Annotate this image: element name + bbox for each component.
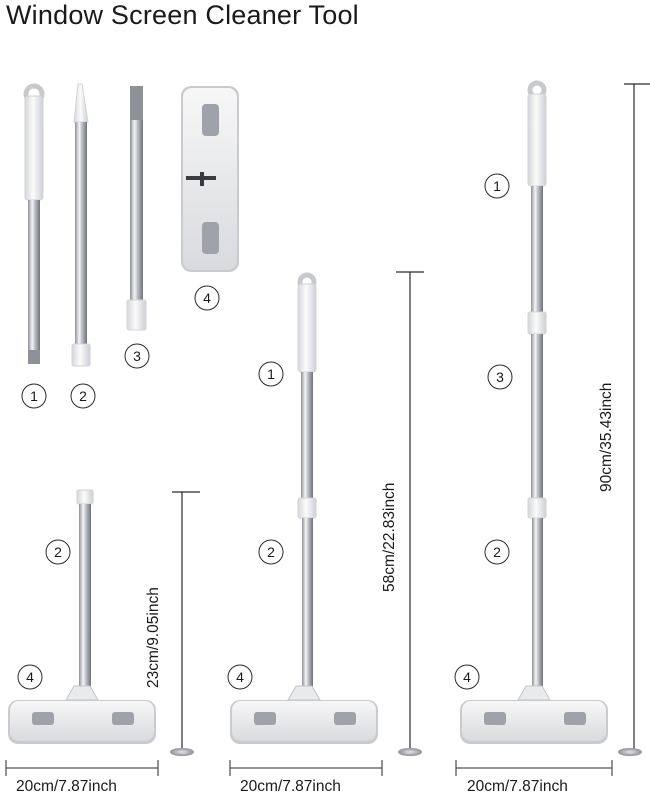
badge-short-2: 2 [45, 539, 71, 565]
svg-text:1: 1 [30, 388, 38, 404]
height-label-medium: 58cm/22.83inch [381, 482, 398, 592]
badge-long-4: 4 [454, 664, 480, 690]
badge-short-4: 4 [17, 664, 43, 690]
svg-text:1: 1 [493, 178, 501, 194]
part-2-middle-pole [71, 83, 91, 367]
assembly-short [5, 489, 200, 776]
svg-text:4: 4 [236, 669, 244, 685]
badge-medium-2: 2 [258, 539, 284, 565]
badge-long-1: 1 [484, 173, 510, 199]
svg-text:3: 3 [133, 348, 141, 364]
svg-text:1: 1 [267, 366, 275, 382]
badge-part-2: 2 [70, 383, 96, 409]
assembly-long [455, 80, 650, 776]
width-label-short: 20cm/7.87inch [16, 778, 117, 795]
svg-text:2: 2 [493, 544, 501, 560]
badge-medium-4: 4 [227, 664, 253, 690]
svg-text:3: 3 [496, 369, 504, 385]
assembly-medium [229, 271, 424, 776]
badge-long-3: 3 [487, 364, 513, 390]
height-label-short: 23cm/9.05inch [145, 587, 162, 688]
svg-text:2: 2 [79, 388, 87, 404]
badge-part-1: 1 [21, 383, 47, 409]
badge-long-2: 2 [484, 539, 510, 565]
badge-part-4: 4 [194, 285, 220, 311]
svg-text:4: 4 [203, 290, 211, 306]
svg-text:2: 2 [54, 544, 62, 560]
svg-text:4: 4 [463, 669, 471, 685]
svg-text:2: 2 [267, 544, 275, 560]
badge-part-3: 3 [124, 343, 150, 369]
width-label-long: 20cm/7.87inch [467, 778, 568, 795]
width-label-medium: 20cm/7.87inch [240, 778, 341, 795]
part-1-handle-pole [23, 83, 45, 364]
product-title: Window Screen Cleaner Tool [6, 0, 359, 30]
part-4-mop-head [181, 86, 239, 272]
svg-text:4: 4 [26, 669, 34, 685]
part-3-extension-pole [126, 86, 147, 331]
badge-medium-1: 1 [258, 361, 284, 387]
height-label-long: 90cm/35.43inch [598, 382, 615, 492]
